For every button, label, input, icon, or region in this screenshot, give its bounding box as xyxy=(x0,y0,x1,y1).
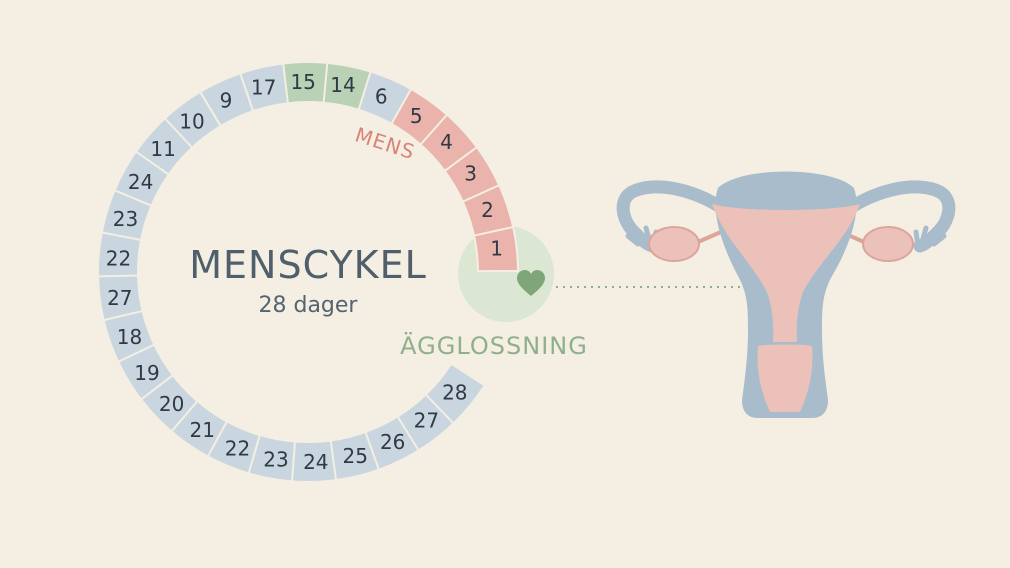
cycle-day-label: 23 xyxy=(263,447,288,471)
heart-icon xyxy=(517,270,545,296)
cycle-day-label: 27 xyxy=(414,409,439,433)
cycle-day-label: 23 xyxy=(113,207,138,231)
cycle-day-label: 28 xyxy=(442,381,467,405)
cycle-day-label: 22 xyxy=(106,246,131,270)
right-ovary xyxy=(862,226,914,262)
cycle-day-label: 14 xyxy=(330,73,355,97)
cycle-day-label: 17 xyxy=(251,75,276,99)
cycle-day-label: 3 xyxy=(464,162,477,186)
left-ovary xyxy=(648,226,700,262)
cycle-day-label: 24 xyxy=(303,450,328,474)
cycle-day-label: 9 xyxy=(220,89,233,113)
cycle-subtitle: 28 dager xyxy=(259,293,359,318)
cycle-day-label: 20 xyxy=(159,392,184,416)
cycle-day-label: 15 xyxy=(290,70,315,94)
cycle-day-label: 24 xyxy=(128,170,153,194)
cycle-day-label: 25 xyxy=(343,444,368,468)
cycle-day-label: 22 xyxy=(225,436,250,460)
uterine-cavity xyxy=(712,204,860,342)
cycle-day-label: 1 xyxy=(490,237,503,261)
right-fallopian-tube xyxy=(835,180,956,253)
right-fimbriae xyxy=(913,225,947,249)
cycle-day-label: 4 xyxy=(440,130,453,154)
cycle-day-label: 5 xyxy=(410,104,423,128)
cycle-segment xyxy=(424,362,487,425)
left-fallopian-tube xyxy=(616,180,737,253)
cycle-day-label: 26 xyxy=(380,430,405,454)
cycle-title: MENSCYKEL xyxy=(189,243,427,287)
cycle-day-label: 11 xyxy=(150,137,175,161)
cycle-day-label: 6 xyxy=(375,85,388,109)
cycle-day-label: 27 xyxy=(107,286,132,310)
cycle-day-label: 21 xyxy=(189,418,214,442)
cycle-day-label: 10 xyxy=(179,110,204,134)
uterus-illustration xyxy=(616,171,956,418)
cycle-day-label: 18 xyxy=(117,325,142,349)
cycle-day-label: 19 xyxy=(134,361,159,385)
cycle-day-label: 2 xyxy=(481,198,494,222)
cervix xyxy=(757,344,813,412)
ovulation-label: ÄGGLOSSNING xyxy=(400,331,588,360)
